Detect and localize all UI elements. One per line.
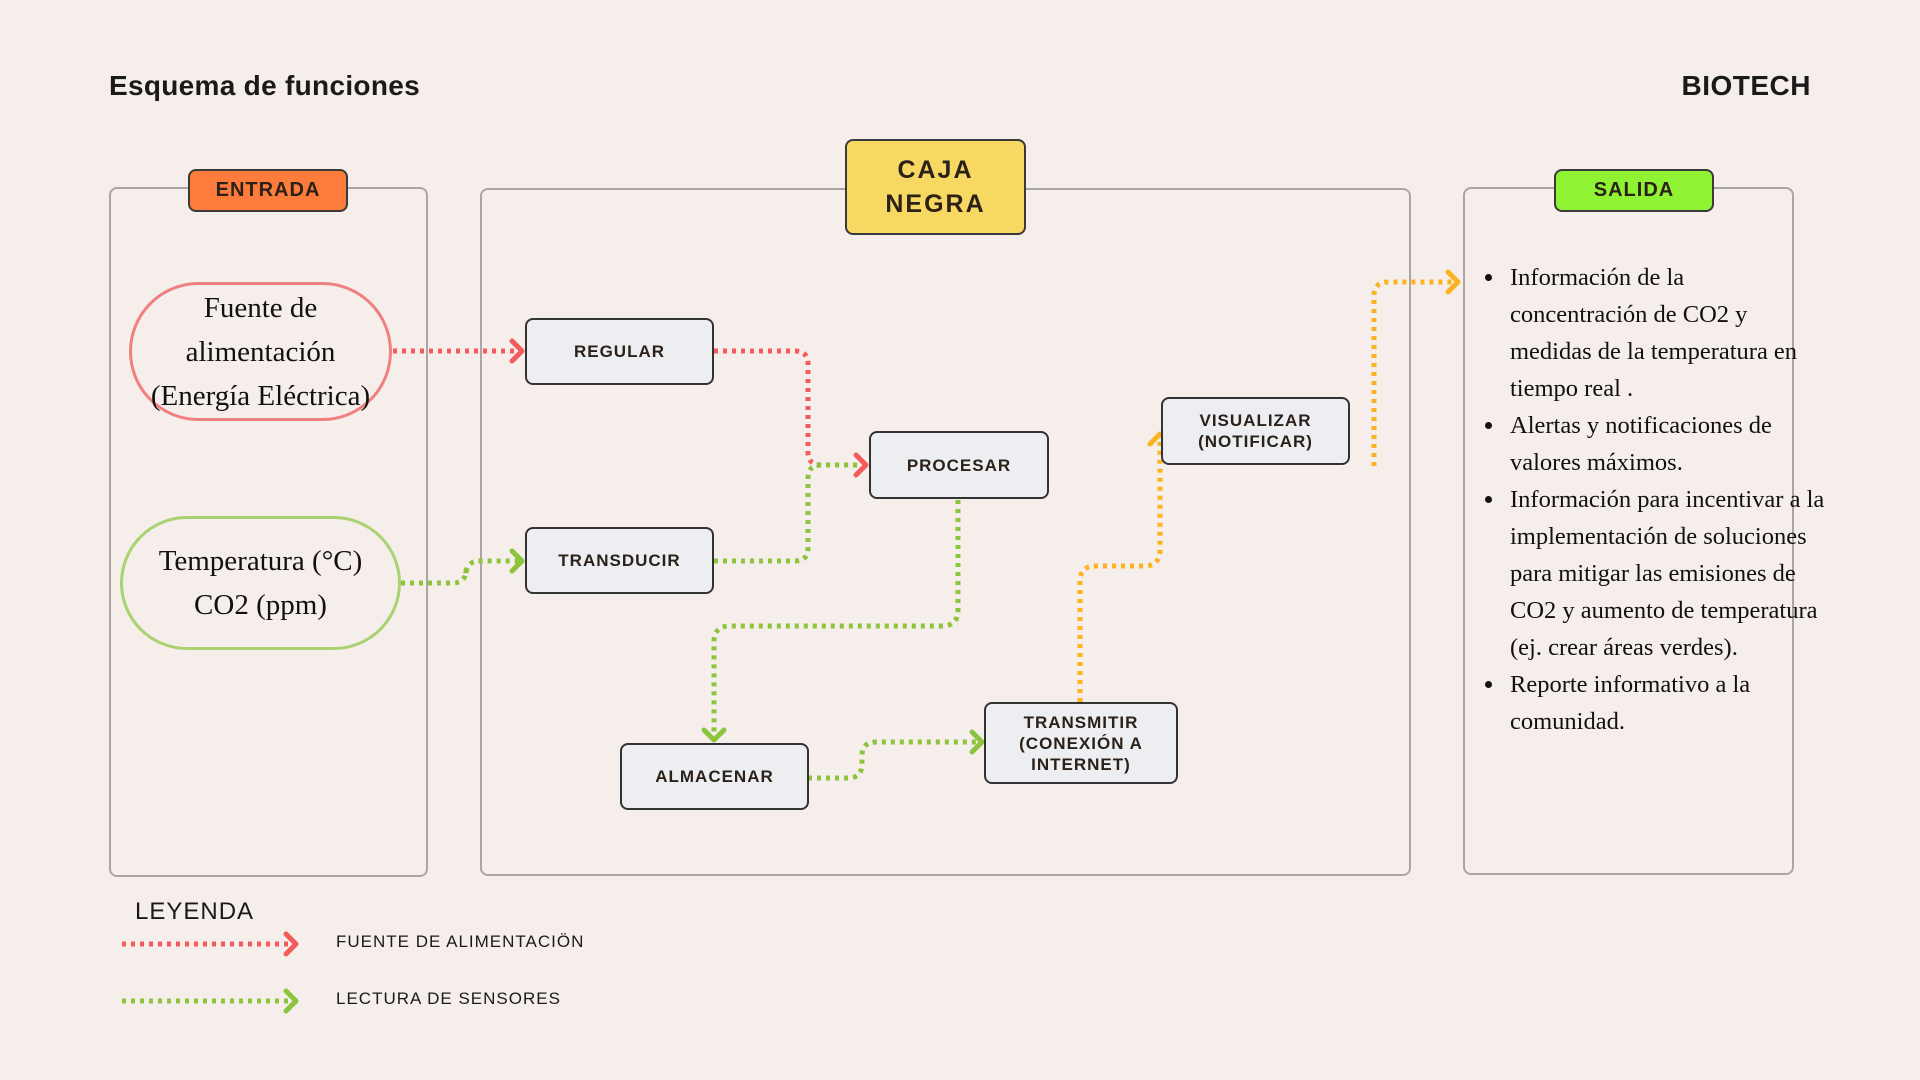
page-title: Esquema de funciones — [109, 70, 420, 101]
arrowhead-regular — [509, 338, 525, 364]
to-salida-arrow — [1371, 279, 1454, 466]
salida-tag: SALIDA — [1554, 169, 1714, 212]
entrada-tag: ENTRADA — [188, 169, 348, 212]
visualizar-node: VISUALIZAR (NOTIFICAR) — [1161, 397, 1350, 465]
transmitir-line-2: (CONEXIÓN A — [1019, 733, 1143, 753]
arrowhead-procesar-red — [853, 452, 869, 478]
salida-list: Información de la concentración de CO2 y… — [1480, 259, 1826, 740]
sensor-line-2: CO2 (ppm) — [194, 589, 327, 621]
caja-negra-tag: CAJA NEGRA — [845, 139, 1026, 235]
almacenar-node: ALMACENAR — [620, 743, 809, 810]
legend-arrowhead-power — [283, 931, 299, 957]
salida-item: Reporte informativo a la comunidad. — [1506, 666, 1826, 740]
salida-item: Información para incentivar a la impleme… — [1506, 481, 1826, 666]
sensor-input-oval: Temperatura (°C) CO2 (ppm) — [120, 516, 401, 650]
arrowhead-salida — [1445, 269, 1461, 295]
salida-item: Información de la concentración de CO2 y… — [1506, 259, 1826, 407]
sensor-to-transducir-arrow — [401, 558, 518, 586]
legend-label-power: FUENTE DE ALIMENTACIÖN — [336, 932, 585, 951]
power-line-1: Fuente de — [203, 291, 318, 324]
transducir-to-procesar-arrow — [714, 462, 862, 564]
transducir-node: TRANSDUCIR — [525, 527, 714, 594]
legend-label-sensor: LECTURA DE SENSORES — [336, 989, 561, 1008]
power-line-2: alimentación — [185, 335, 336, 368]
procesar-node: PROCESAR — [869, 431, 1049, 499]
arrowhead-transducir — [509, 548, 525, 574]
caja-negra-line-2: NEGRA — [885, 190, 986, 218]
legend-arrowhead-sensor — [283, 988, 299, 1014]
transmitir-line-3: INTERNET) — [1031, 754, 1131, 774]
transmitir-node: TRANSMITIR (CONEXIÓN A INTERNET) — [984, 702, 1178, 784]
power-line-3: (Energía Eléctrica) — [150, 379, 371, 412]
almacenar-to-transmitir-arrow — [808, 739, 978, 781]
power-source-oval: Fuente de alimentación (Energía Eléctric… — [129, 282, 392, 421]
transmitir-to-visualizar-arrow — [1077, 440, 1163, 702]
regular-to-procesar-arrow — [714, 348, 862, 468]
caja-negra-line-1: CAJA — [897, 156, 974, 184]
sensor-line-1: Temperatura (°C) — [158, 545, 363, 577]
salida-item: Alertas y notificaciones de valores máxi… — [1506, 407, 1826, 481]
visualizar-line-1: VISUALIZAR — [1199, 411, 1312, 430]
brand-name: BIOTECH — [1681, 70, 1811, 101]
arrowhead-almacenar — [701, 727, 727, 743]
arrowhead-transmitir — [969, 729, 985, 755]
transmitir-line-1: TRANSMITIR — [1023, 712, 1139, 732]
legend-title: LEYENDA — [135, 898, 255, 925]
visualizar-line-2: (NOTIFICAR) — [1198, 432, 1313, 451]
procesar-to-almacenar-arrow — [711, 500, 961, 736]
regular-node: REGULAR — [525, 318, 714, 385]
